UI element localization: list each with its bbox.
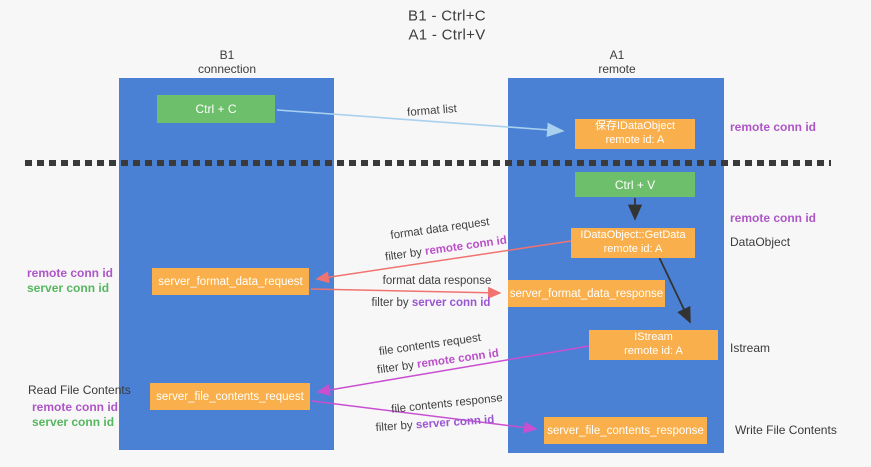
server-conn-id-highlight: server conn id [411,297,491,309]
save-dataobject-label: 保存IDataObject [594,120,676,132]
right-column-header: A1 remote [598,48,635,76]
file-contents-response-filter-label: filter by server conn id [375,414,494,434]
save-dataobject-box: 保存IDataObject remote id: A [575,119,695,149]
right-column-subname: remote [598,62,636,76]
title-text-a1: A1 - Ctrl+V [408,26,486,44]
server-file-contents-request-label: server_file_contents_request [156,390,304,403]
dataobject-annotation: DataObject [730,235,791,249]
remote-conn-id-highlight: remote conn id [424,234,508,258]
left-remote-conn-id-bottom: remote conn id [32,400,119,414]
server-file-contents-response-box: server_file_contents_response [544,417,707,444]
istream-box: IStream remote id: A [589,330,718,360]
getdata-remote-id: remote id: A [603,242,663,255]
left-column-name: B1 [219,48,235,62]
format-list-label: format list [406,103,458,119]
server-conn-id-highlight: server conn id [415,413,495,432]
server-file-contents-response-label: server_file_contents_response [547,424,704,437]
filter-by-prefix: filter by [375,419,417,435]
istream-remote-id: remote id: A [624,344,683,357]
title-text-b1: B1 - Ctrl+C [408,7,486,25]
getdata-label: IDataObject::GetData [580,229,686,241]
server-format-data-request-box: server_format_data_request [152,268,309,295]
server-format-data-response-box: server_format_data_response [508,280,665,307]
idataobject-getdata-box: IDataObject::GetData remote id: A [571,228,695,258]
left-server-conn-id-bottom: server conn id [32,415,115,429]
right-column-name: A1 [609,48,625,62]
istream-label: IStream [634,331,673,343]
left-column-subname: connection [197,62,257,76]
format-data-response-label: format data response [382,275,492,287]
read-file-contents-annotation: Read File Contents [28,383,131,397]
save-dataobject-remote-id: remote id: A [605,133,665,146]
write-file-contents-annotation: Write File Contents [735,423,837,437]
server-file-contents-request-box: server_file_contents_request [150,383,310,410]
file-contents-response-label: file contents response [390,392,504,416]
filter-by-prefix: filter by [371,297,412,309]
istream-annotation: Istream [730,341,771,355]
arrow-format-data-response [310,286,502,299]
right-remote-conn-id-mid: remote conn id [730,211,817,225]
format-data-response-filter-label: filter by server conn id [372,297,491,309]
copy-paste-phase-separator [25,160,831,166]
ctrl-v-label: Ctrl + V [614,177,656,192]
ctrl-c-label: Ctrl + C [195,102,237,116]
left-column-header: B1 connection [198,48,256,76]
filter-by-prefix: filter by [384,245,426,264]
right-remote-conn-id-top: remote conn id [730,120,817,134]
left-remote-conn-id-mid: remote conn id [27,266,114,280]
left-server-conn-id-mid: server conn id [27,281,110,295]
ctrl-c-box: Ctrl + C [157,95,275,123]
ctrl-v-box: Ctrl + V [575,172,695,197]
server-format-data-request-label: server_format_data_request [158,275,303,288]
filter-by-prefix: filter by [376,358,418,377]
server-format-data-response-label: server_format_data_response [509,287,664,300]
